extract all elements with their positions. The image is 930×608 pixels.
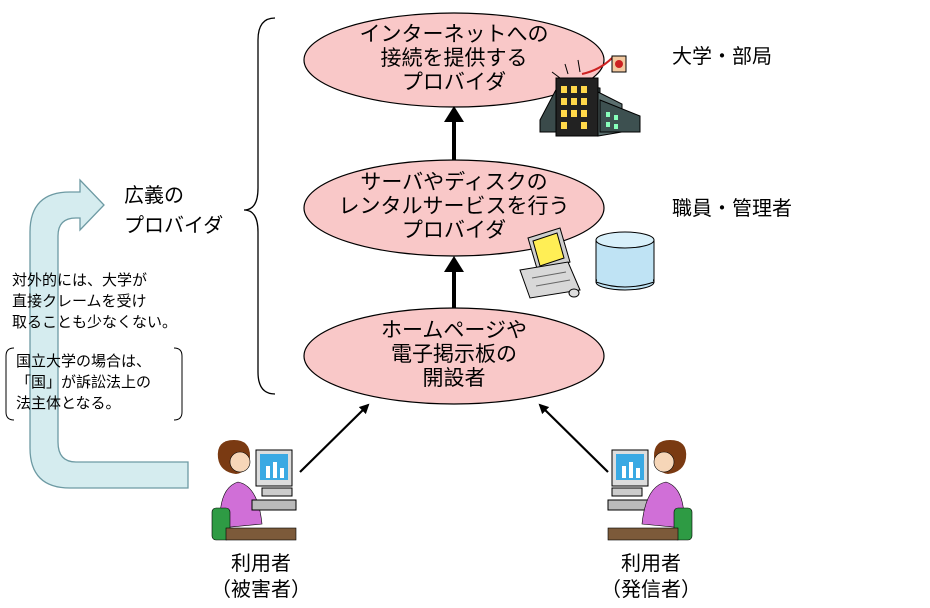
disk-icon: [595, 231, 655, 291]
provider-group-brace: [243, 17, 276, 395]
user-icon-sender: [607, 440, 693, 541]
rental-role-label: 職員・管理者: [672, 196, 792, 220]
rental-node-label: サーバやディスクの レンタルサービスを行う プロバイダ: [338, 170, 570, 242]
note-national: 国立大学の場合は、 「国」が訴訟法上の 法主体となる。: [16, 352, 152, 412]
arrow-sender-to-homepage: [538, 403, 609, 473]
escalation-arrow: [29, 178, 189, 489]
arrowhead-homepage-to-rental: [444, 256, 464, 272]
homepage-node-label: ホームページや 電子掲示板の 開設者: [381, 318, 527, 390]
note-complaints: 対外的には、大学が 直接クレームを受け 取ることも少なくない。: [12, 271, 178, 331]
arrowhead-rental-to-isp: [444, 106, 464, 122]
isp-node-label: インターネットへの 接続を提供する プロバイダ: [359, 22, 549, 94]
user-victim-label: 利用者 （被害者）: [211, 551, 311, 601]
user-sender-label: 利用者 （発信者）: [601, 551, 701, 601]
user-icon-victim: [211, 440, 297, 541]
broad-provider-label: 広義の プロバイダ: [124, 183, 224, 237]
computer-icon: [519, 227, 581, 299]
arrow-victim-to-homepage: [299, 403, 370, 473]
note-national-box: [5, 347, 183, 421]
isp-role-label: 大学・部局: [672, 44, 772, 68]
building-icon: [539, 55, 641, 137]
